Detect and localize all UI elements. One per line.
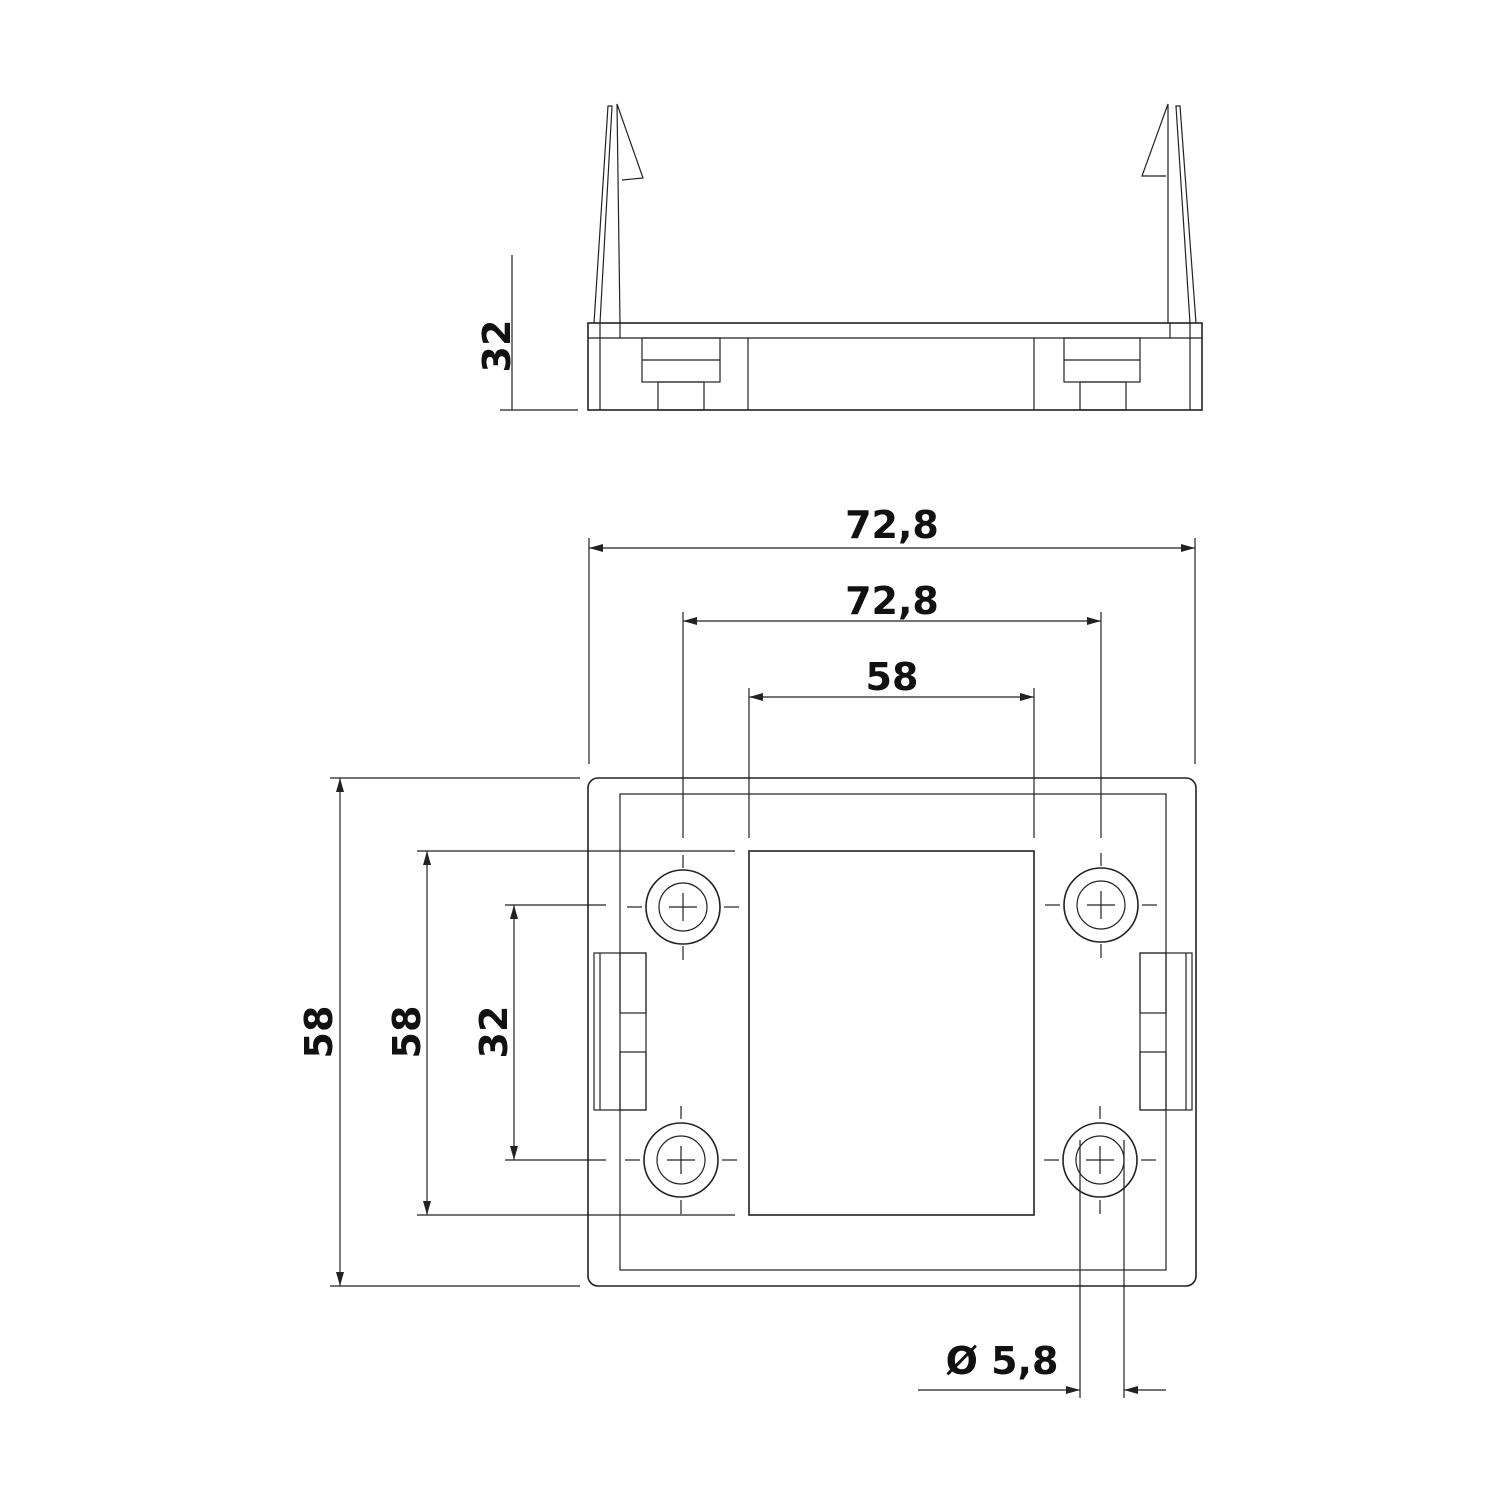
hole-spacing-width-label: 72,8 <box>845 579 939 623</box>
mounting-hole-bottom-right <box>1044 1106 1156 1214</box>
overall-width-dimension: 72,8 <box>588 503 1196 764</box>
hole-diameter-label: Ø 5,8 <box>946 1339 1059 1383</box>
side-view-height-dimension: 32 <box>475 255 578 411</box>
top-view-inner-border <box>619 793 1167 1271</box>
inner-height-label: 32 <box>472 1006 516 1059</box>
hole-diameter-dimension: Ø 5,8 <box>918 1140 1166 1398</box>
inner-width-dimension: 58 <box>748 655 1035 838</box>
side-view: 32 <box>475 103 1203 411</box>
side-view-right-boss <box>1063 337 1141 411</box>
hole-spacing-width-dimension: 72,8 <box>682 579 1102 838</box>
top-view-outer-body <box>587 777 1197 1287</box>
top-view-center-window <box>748 850 1035 1216</box>
top-view-left-clip-slot <box>593 952 647 1111</box>
side-view-right-clip <box>1141 103 1197 324</box>
inner-height-dimension: 32 <box>472 904 606 1161</box>
overall-height-label: 58 <box>297 1006 341 1059</box>
hole-spacing-height-label: 58 <box>385 1006 429 1059</box>
overall-height-dimension: 58 <box>297 777 580 1287</box>
mounting-hole-top-right <box>1045 853 1157 958</box>
side-view-left-boss <box>641 337 721 411</box>
mounting-hole-bottom-left <box>625 1106 737 1214</box>
side-view-left-clip <box>593 103 644 324</box>
top-view-right-clip-slot <box>1139 952 1193 1111</box>
inner-width-label: 58 <box>866 655 919 699</box>
mounting-hole-top-left <box>627 855 739 960</box>
side-view-height-label: 32 <box>475 320 519 373</box>
top-view: 72,8 72,8 58 58 <box>297 503 1197 1398</box>
overall-width-label: 72,8 <box>845 503 939 547</box>
hole-spacing-height-dimension: 58 <box>385 850 735 1216</box>
side-view-base <box>587 322 1203 411</box>
